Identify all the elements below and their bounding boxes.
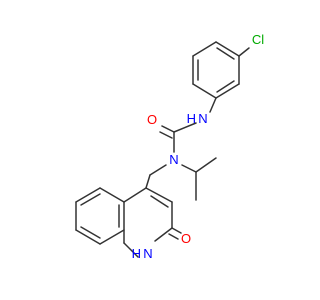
bond xyxy=(173,122,197,133)
bond xyxy=(159,131,173,139)
bond xyxy=(149,164,167,176)
bond xyxy=(195,157,217,173)
bond xyxy=(75,187,101,203)
atom-o-lactam: O xyxy=(181,231,191,246)
bond xyxy=(99,229,125,245)
bond xyxy=(215,83,240,99)
bond xyxy=(145,187,173,203)
bond xyxy=(123,242,139,258)
atom-n-amine: N xyxy=(198,111,207,126)
bond xyxy=(216,80,235,93)
bond xyxy=(209,97,217,113)
atom-n-ring: N xyxy=(143,246,152,261)
atom-h-amine: H xyxy=(187,111,196,126)
bond xyxy=(161,125,175,133)
atom-o-carbonyl: O xyxy=(147,112,157,127)
atom-n-urea: N xyxy=(169,152,178,167)
bond xyxy=(123,187,147,203)
bond xyxy=(215,41,240,57)
bond xyxy=(80,226,101,239)
bond xyxy=(192,83,217,99)
bond xyxy=(171,227,182,234)
atom-cl: Cl xyxy=(252,32,264,47)
bond xyxy=(192,41,217,57)
atom-labels: Cl N H O N N H O xyxy=(132,32,265,261)
bond xyxy=(216,47,235,60)
bond xyxy=(145,174,151,189)
bond xyxy=(168,233,179,240)
bond xyxy=(80,193,101,206)
bond xyxy=(154,227,173,242)
bond xyxy=(238,47,250,57)
bond xyxy=(150,195,169,208)
atom-h-ring: H xyxy=(132,246,141,261)
bond xyxy=(181,164,197,173)
molecule-structure: Cl N H O N N H O xyxy=(75,32,265,261)
bond xyxy=(75,229,101,245)
bonds xyxy=(75,41,250,258)
bond xyxy=(99,187,125,203)
